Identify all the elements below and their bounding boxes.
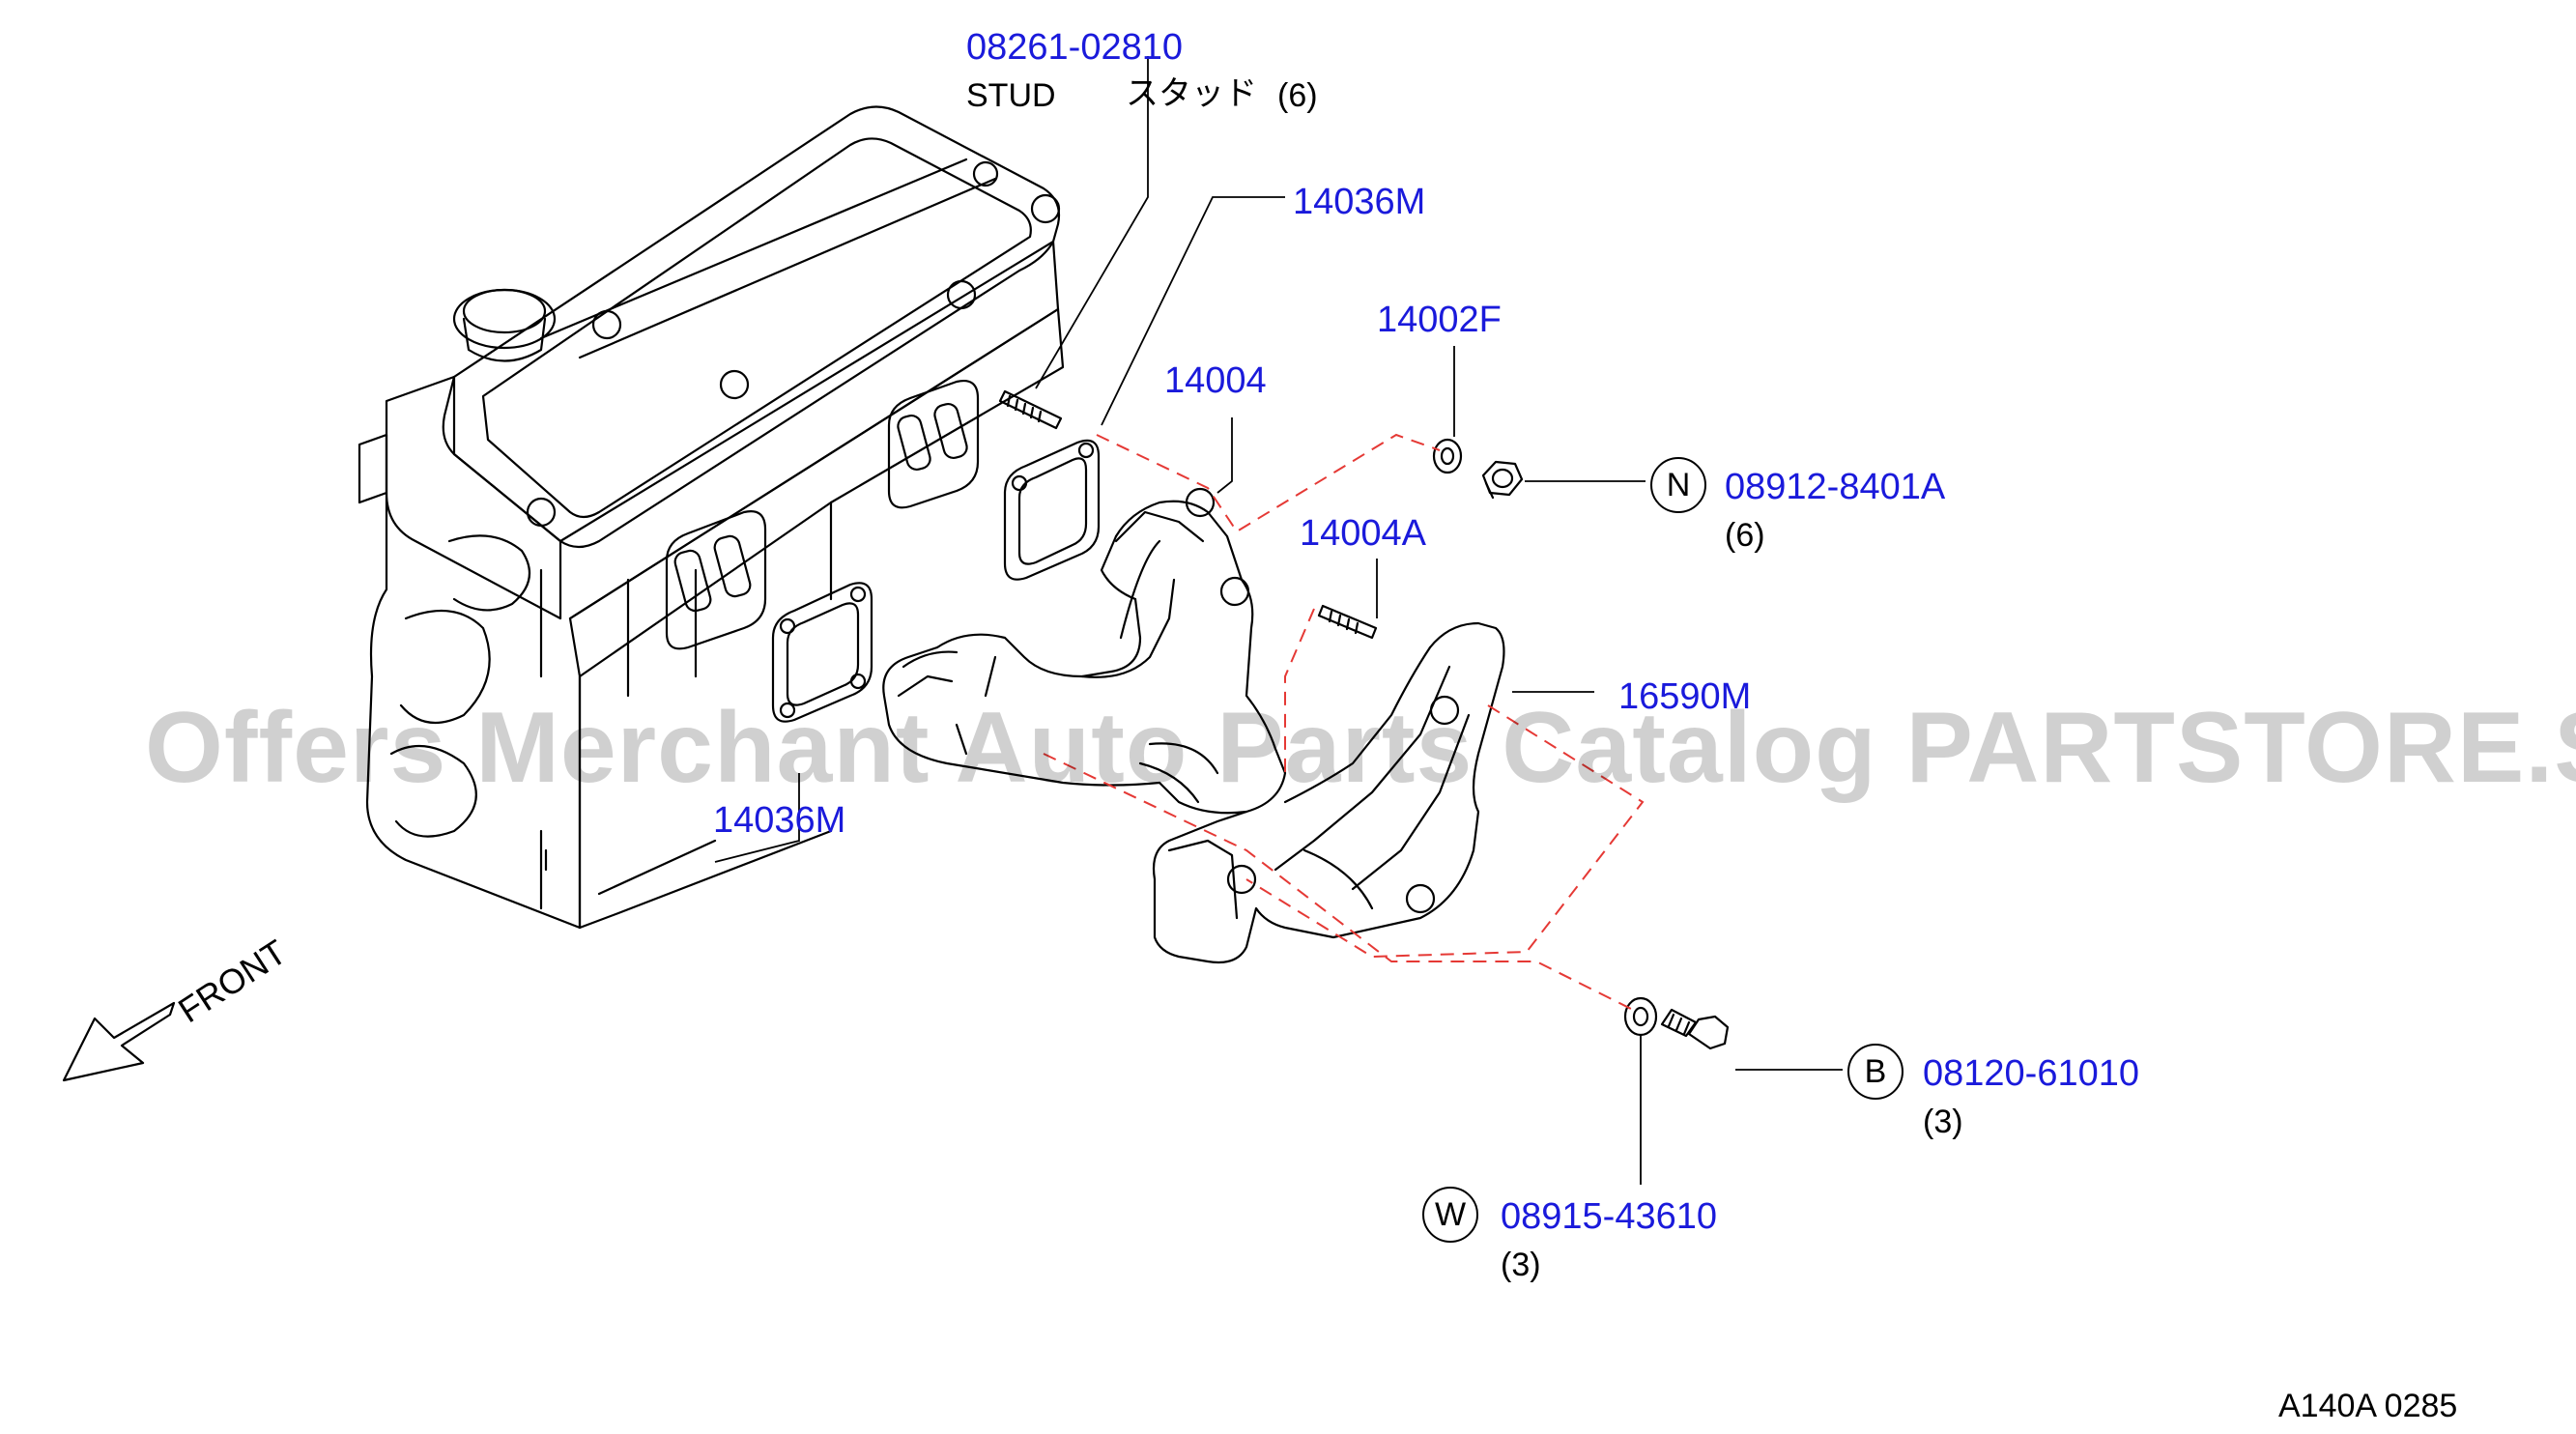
- leader-lines: [714, 56, 1843, 1185]
- bolt-quantity: (3): [1923, 1104, 1963, 1140]
- heat-shield: [1152, 621, 1505, 964]
- gasket-lower: [771, 582, 873, 723]
- part-number-stud[interactable]: 08261-02810: [966, 27, 1183, 68]
- part-number-manifold[interactable]: 14004: [1164, 360, 1267, 401]
- stud-description-en: STUD: [966, 77, 1056, 114]
- stud-description-jp: スタッド: [1126, 75, 1257, 112]
- part-number-washer-14002f[interactable]: 14002F: [1377, 300, 1502, 340]
- nut-letter-badge: N: [1650, 457, 1706, 513]
- washer-letter-badge: W: [1422, 1187, 1478, 1243]
- assembly-dash-lines: [1043, 433, 1645, 1011]
- stud-quantity: (6): [1277, 77, 1318, 114]
- part-number-bolt[interactable]: 08120-61010: [1923, 1053, 2139, 1094]
- bolt-letter-badge: B: [1847, 1044, 1903, 1100]
- washer-08915: [1623, 996, 1658, 1037]
- stud-14004a: [1317, 604, 1378, 640]
- part-number-gasket-upper[interactable]: 14036M: [1293, 182, 1426, 222]
- watermark-text: Offers Merchant Auto Parts Catalog PARTS…: [145, 692, 2576, 804]
- nut-quantity: (6): [1725, 517, 1765, 554]
- engine-block: [358, 105, 1065, 930]
- part-number-stud-14004a[interactable]: 14004A: [1300, 513, 1427, 554]
- gasket-upper: [1003, 439, 1101, 581]
- bolt-08120: [1660, 1008, 1730, 1050]
- washer-quantity: (3): [1501, 1247, 1541, 1283]
- nut-08912: [1481, 460, 1524, 500]
- part-number-gasket-lower[interactable]: 14036M: [713, 800, 846, 841]
- part-number-nut[interactable]: 08912-8401A: [1725, 467, 1946, 507]
- front-arrow-icon: [62, 1001, 176, 1082]
- washer-14002f: [1432, 438, 1463, 474]
- part-number-washer[interactable]: 08915-43610: [1501, 1196, 1717, 1237]
- diagram-reference-code: A140A 0285: [2278, 1388, 2458, 1424]
- part-number-heat-shield[interactable]: 16590M: [1618, 676, 1752, 717]
- stud-08261: [998, 389, 1063, 430]
